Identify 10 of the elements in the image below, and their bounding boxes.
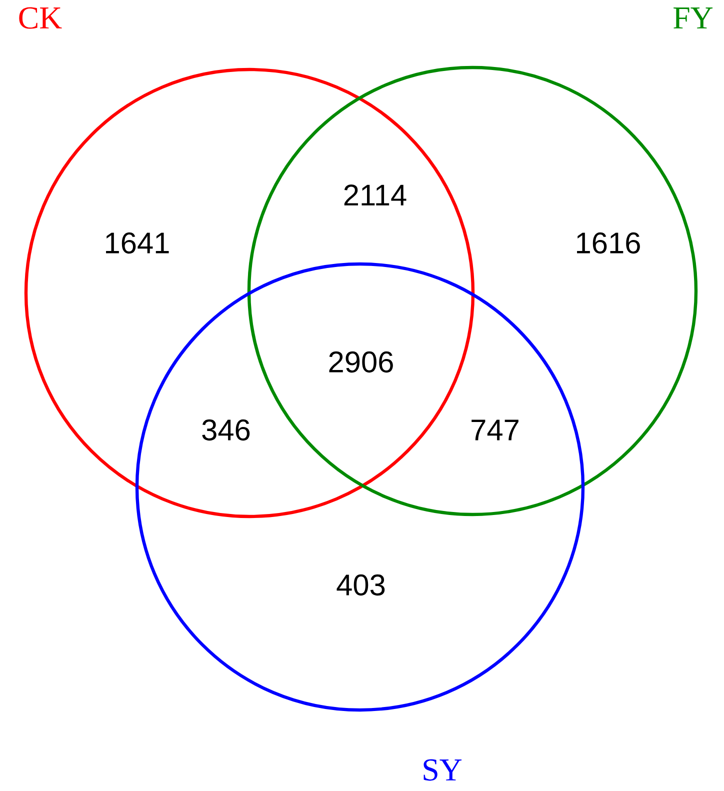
node-label: SY	[424, 759, 462, 781]
region-count: 2114	[344, 184, 406, 206]
region-count: 1641	[106, 232, 169, 254]
region-count: 747	[472, 420, 518, 440]
region-count: 2906	[329, 351, 393, 373]
node-label: FY	[674, 8, 713, 28]
region-count: 1616	[577, 232, 640, 254]
node-label: CK	[19, 7, 62, 29]
region-count: 403	[336, 574, 385, 596]
region-count: 346	[202, 419, 250, 441]
